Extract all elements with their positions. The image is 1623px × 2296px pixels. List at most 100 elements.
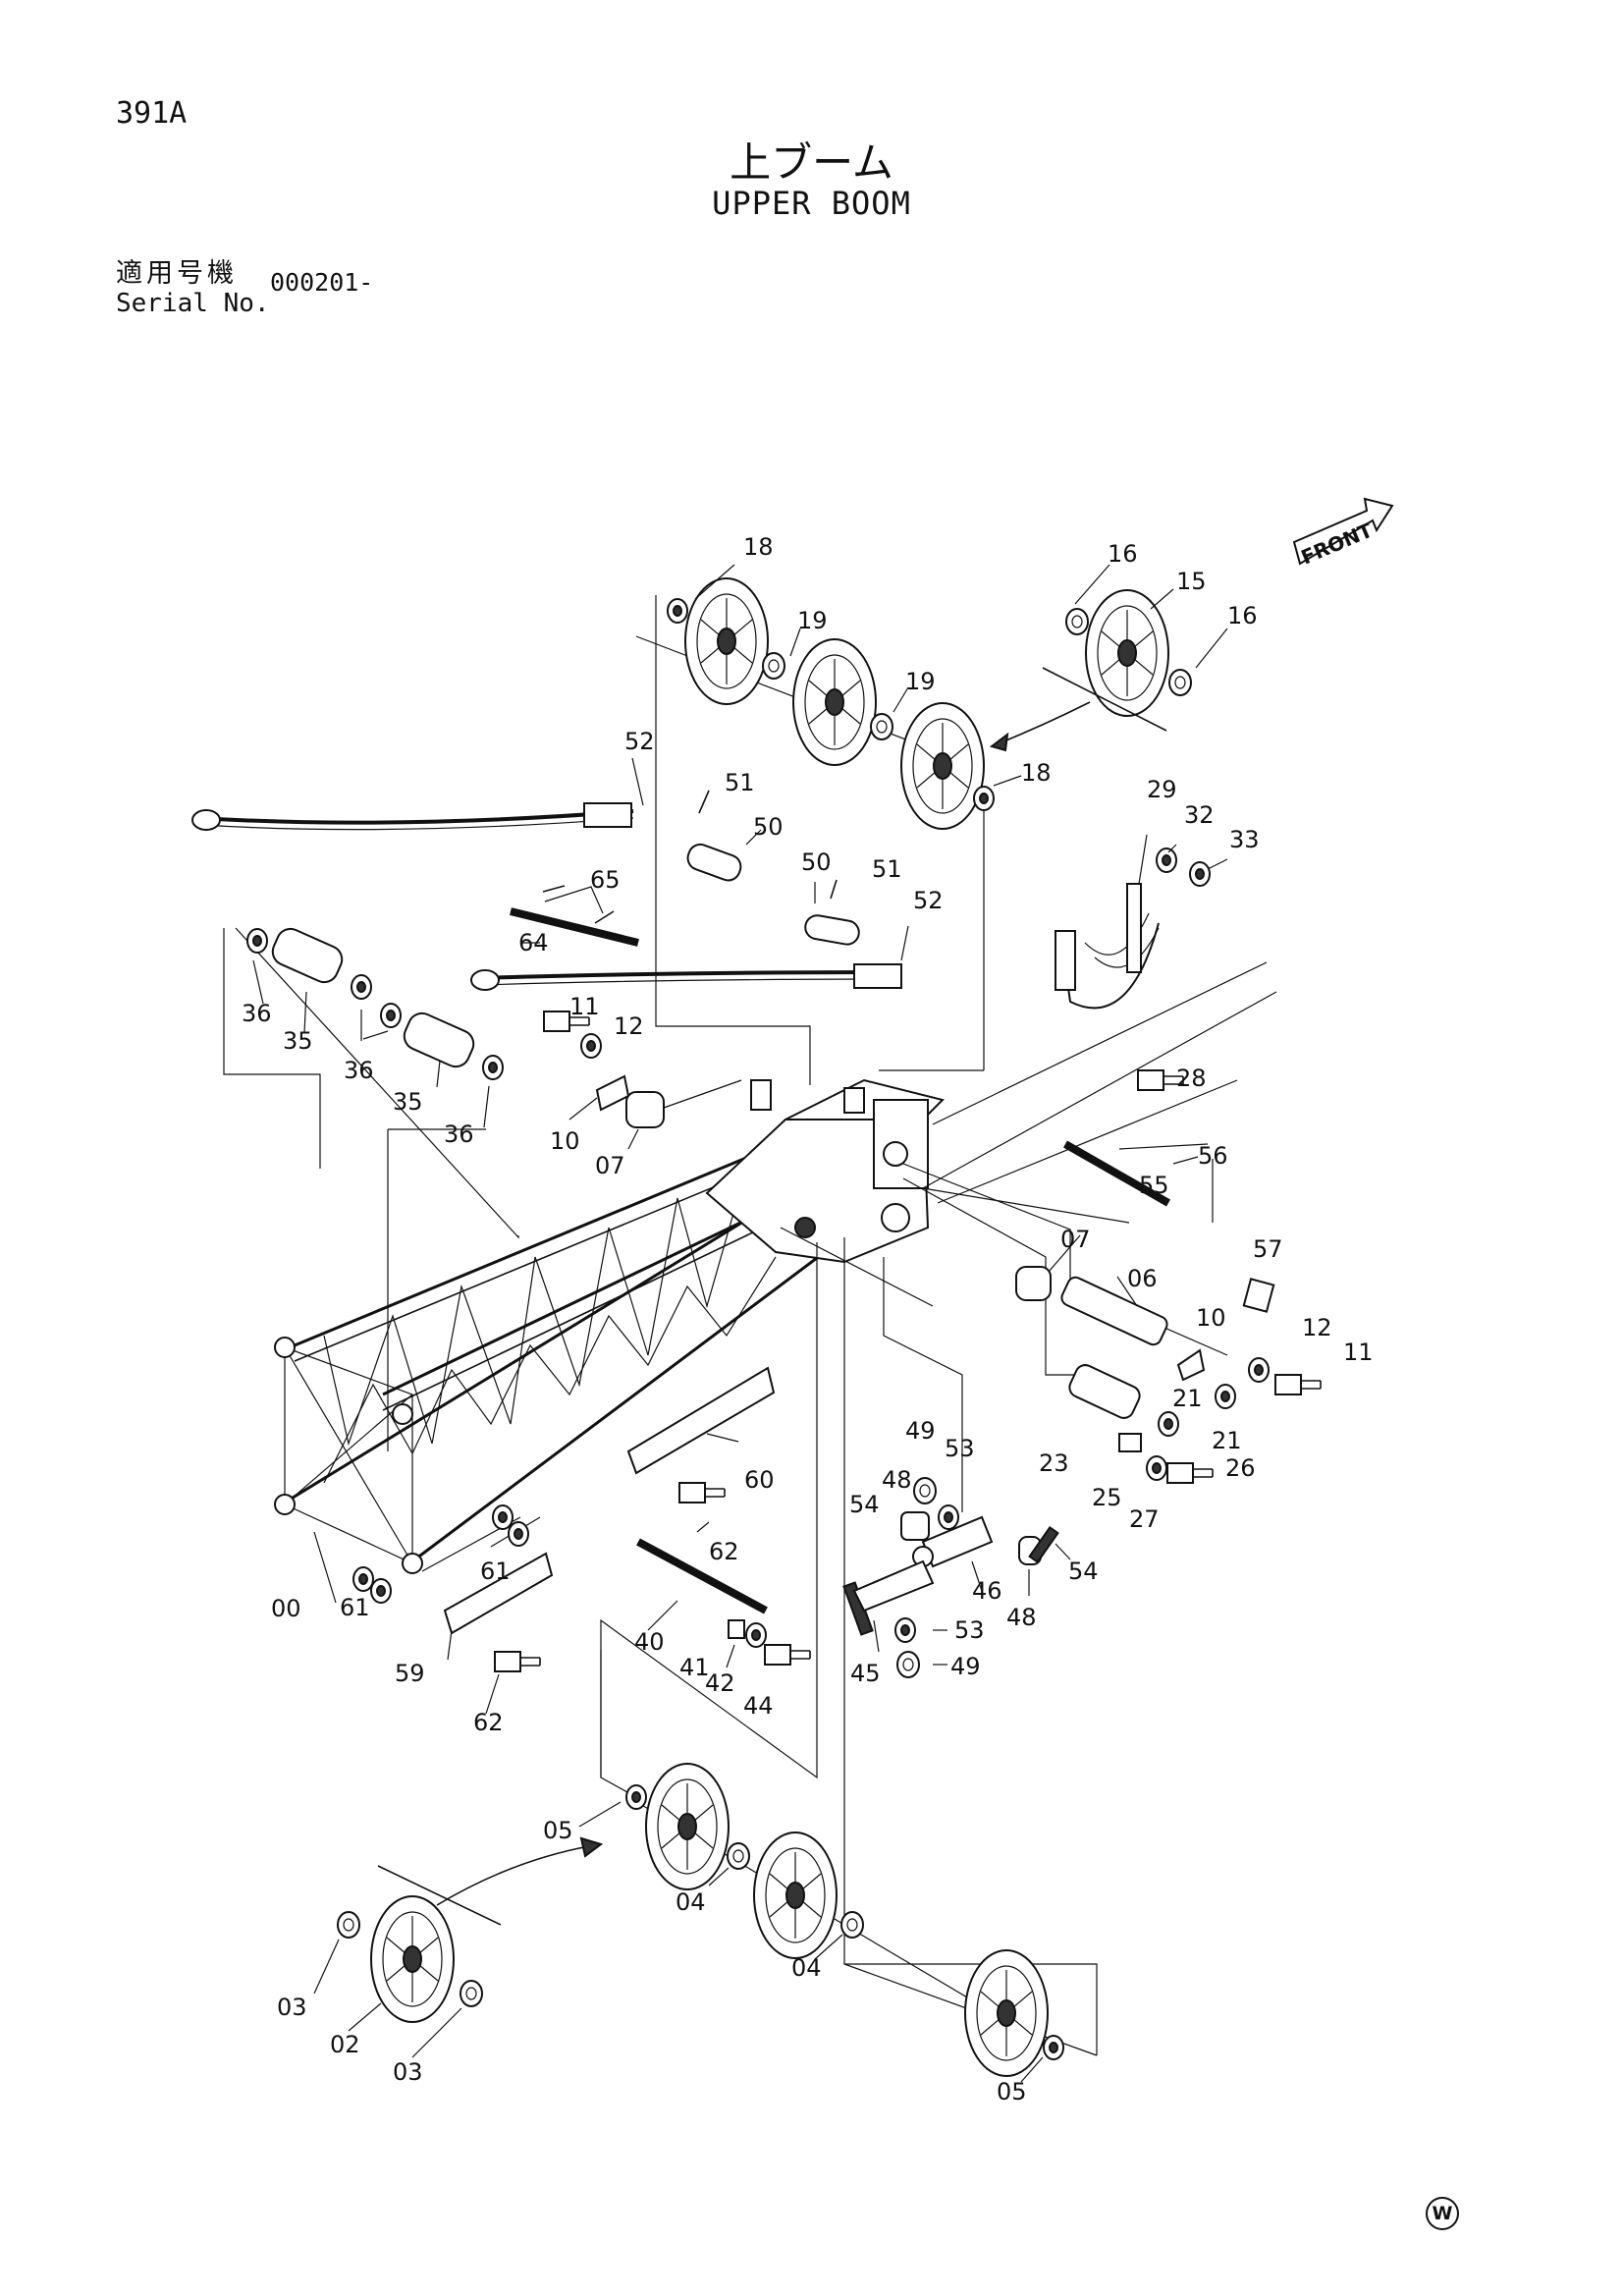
callout: 51	[725, 769, 755, 796]
top-sheaves-group	[635, 564, 1228, 1085]
callout: 56	[1198, 1142, 1228, 1170]
callout: 05	[997, 2078, 1027, 2105]
page-number: 391A	[116, 96, 188, 131]
callout: 07	[1060, 1226, 1091, 1253]
callout: 48	[882, 1466, 912, 1494]
callout: 36	[444, 1121, 474, 1148]
callout: 04	[676, 1888, 706, 1916]
callout: 18	[1021, 759, 1052, 787]
bracket-10-07-upper	[543, 1011, 742, 1150]
callout: 57	[1253, 1235, 1283, 1263]
callout: 61	[480, 1558, 511, 1585]
upper-boom-lattice	[274, 1078, 945, 1604]
callout: 29	[1147, 776, 1177, 803]
callout: 18	[743, 533, 774, 561]
callout: 50	[753, 813, 784, 841]
sheave-02	[370, 1895, 455, 2023]
front-direction-arrow: FRONT	[1292, 497, 1394, 570]
callout: 65	[590, 866, 621, 894]
corner-mark: W	[1426, 2197, 1459, 2230]
callout: 12	[1302, 1314, 1332, 1341]
callout: 61	[340, 1594, 370, 1621]
sheave-bottom-1	[645, 1763, 730, 1890]
pins-06-07-lower	[1015, 1234, 1322, 1484]
callout: 10	[550, 1127, 580, 1155]
callout: 51	[872, 855, 902, 883]
guide-rollers-35-36	[223, 927, 519, 1451]
callout: 10	[1196, 1304, 1226, 1332]
callout: 25	[1092, 1484, 1122, 1511]
sheave-bottom-3	[964, 1949, 1049, 2077]
callout: 03	[393, 2058, 423, 2086]
callout: 12	[614, 1012, 644, 1040]
callout: 11	[569, 993, 600, 1020]
callout: 35	[393, 1088, 423, 1116]
callout: 52	[624, 728, 655, 755]
callout: 16	[1108, 540, 1138, 568]
callout: 55	[1139, 1172, 1169, 1199]
callout: 28	[1176, 1065, 1207, 1092]
callout: 53	[954, 1616, 985, 1644]
callout: 06	[1127, 1265, 1158, 1292]
callout: 23	[1039, 1449, 1069, 1477]
callout: 59	[395, 1660, 425, 1687]
callout: 62	[709, 1538, 739, 1565]
pendant-ropes	[191, 757, 909, 991]
title-english: UPPER BOOM	[712, 185, 911, 222]
callout: 26	[1225, 1454, 1256, 1482]
callout: 32	[1184, 801, 1215, 829]
plates-59-60-shaft-40	[352, 1366, 811, 1715]
callout: 41	[679, 1654, 710, 1681]
callout: 05	[543, 1817, 573, 1844]
callout-labels: 18 19 19 18 16 15 16 52 51 50 50 51 52 6…	[242, 533, 1374, 2105]
callout: 00	[271, 1595, 301, 1622]
pin-64-65	[510, 885, 639, 947]
callout: 21	[1172, 1385, 1203, 1412]
sheave-bottom-2	[753, 1831, 838, 1959]
linkage-45-54	[842, 1477, 1071, 1678]
serial-number-value: 000201-	[270, 268, 374, 297]
callout: 27	[1129, 1505, 1160, 1533]
callout: 54	[1068, 1558, 1099, 1585]
callout: 53	[945, 1435, 975, 1462]
callout: 40	[634, 1628, 665, 1656]
callout: 33	[1229, 826, 1260, 853]
callout: 03	[277, 1994, 307, 2021]
callout: 52	[913, 887, 944, 914]
callout: 42	[705, 1669, 735, 1697]
callout: 62	[473, 1709, 504, 1736]
callout: 45	[850, 1660, 881, 1687]
title-japanese: 上ブーム	[730, 138, 893, 187]
pins-28-55-56-57	[1063, 1069, 1275, 1313]
sheave-15	[1085, 589, 1169, 717]
pins-50-51	[686, 790, 860, 946]
bottom-sheaves-group	[313, 1650, 1098, 2083]
callout: 44	[743, 1692, 774, 1720]
callout: 49	[905, 1417, 936, 1445]
serial-label-japanese: 適用号機	[116, 258, 238, 289]
callout: 21	[1212, 1427, 1242, 1454]
callout: 19	[905, 668, 936, 695]
serial-label-english: Serial No.	[116, 289, 270, 318]
callout: 35	[283, 1027, 313, 1055]
callout: 16	[1227, 602, 1258, 629]
callout: 04	[791, 1954, 822, 1982]
callout: 19	[797, 607, 828, 634]
callout: 48	[1006, 1604, 1037, 1631]
callout: 64	[518, 929, 549, 957]
sheave-top-3	[900, 702, 985, 830]
assembly-guide-lines	[600, 961, 1277, 2055]
callout: 36	[344, 1057, 374, 1084]
callout: 07	[595, 1152, 625, 1179]
callout: 54	[849, 1491, 880, 1518]
callout: 36	[242, 1000, 272, 1027]
rope-guide-bracket-29	[1055, 834, 1228, 1010]
callout: 11	[1343, 1339, 1374, 1366]
sheave-top-2	[792, 638, 877, 766]
callout: 46	[972, 1577, 1002, 1605]
callout: 50	[801, 848, 832, 876]
callout: 15	[1176, 568, 1207, 595]
callout: 02	[330, 2031, 360, 2058]
callout: 49	[950, 1653, 981, 1680]
